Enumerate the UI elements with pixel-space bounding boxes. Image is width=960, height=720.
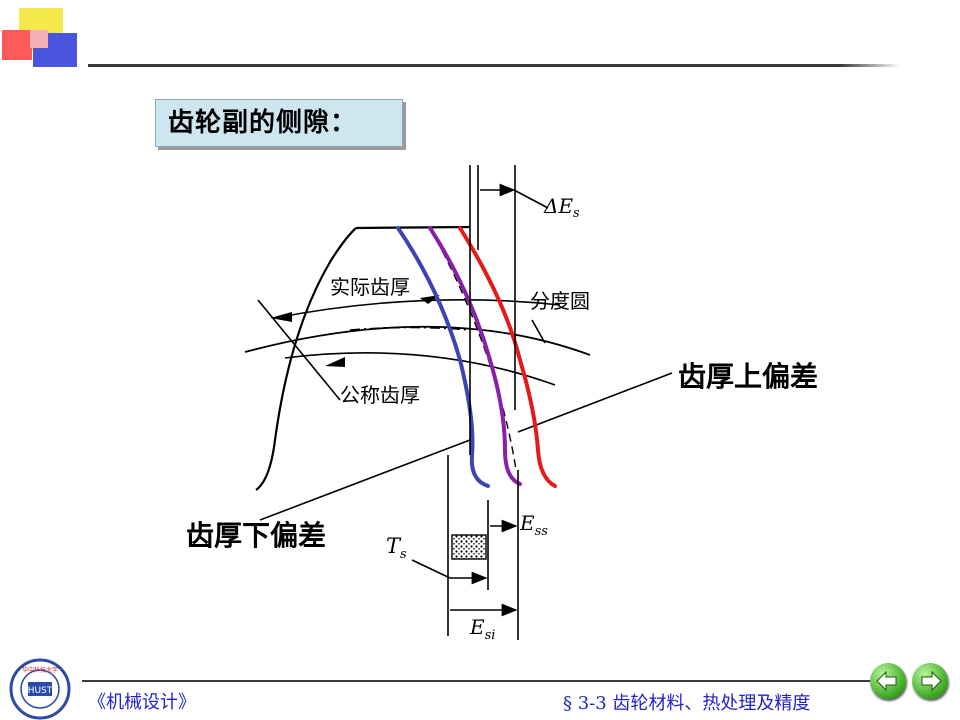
course-title: 《机械设计》	[88, 692, 196, 713]
profile-upper	[458, 226, 557, 488]
svg-text:HUST: HUST	[28, 686, 53, 696]
tooth-outline	[255, 225, 517, 491]
slide-title: 齿轮副的侧隙：	[155, 99, 403, 147]
profile-middle	[428, 226, 522, 486]
university-seal-icon: HUST 华中科技大学	[9, 658, 71, 720]
pitch-circle-label: 分度圆	[530, 289, 590, 313]
top-divider	[88, 64, 840, 67]
ess-label: Ess	[519, 511, 548, 539]
left-arrow-icon	[876, 670, 897, 692]
leader-lines	[257, 299, 673, 521]
esi-label: Esi	[469, 615, 495, 643]
bottom-divider	[82, 680, 882, 682]
delta-es-label: ΔEs	[543, 194, 580, 221]
pitch-circle-leader	[531, 319, 546, 344]
corner-decoration-red	[2, 30, 32, 60]
nominal-thickness-label: 公称齿厚	[340, 383, 420, 407]
right-arrow-icon	[921, 670, 942, 692]
next-slide-button[interactable]	[912, 663, 948, 699]
actual-thickness-label: 实际齿厚	[330, 275, 410, 299]
corner-decoration-pink	[30, 30, 48, 48]
section-title: § 3-3 齿轮材料、热处理及精度	[563, 693, 811, 714]
prev-slide-button[interactable]	[870, 663, 906, 699]
reference-lines	[447, 165, 519, 640]
lower-deviation-leader	[259, 439, 471, 521]
profile-lower	[396, 226, 490, 488]
arc-upper	[274, 298, 561, 319]
upper-deviation-label: 齿厚上偏差	[678, 360, 818, 393]
top-divider-fade	[840, 64, 900, 67]
ts-label: Ts	[386, 534, 407, 562]
delta-es-leader	[513, 189, 549, 209]
dimension-lines	[411, 183, 549, 617]
tolerance-zone	[451, 534, 487, 560]
arc-pitch	[244, 325, 591, 356]
upper-deviation-leader	[517, 372, 673, 433]
arc-dash-dot	[349, 326, 471, 331]
tooth-profiles	[396, 226, 557, 488]
lower-deviation-label: 齿厚下偏差	[186, 519, 326, 552]
tooth-top-land	[355, 225, 471, 230]
actual-thickness-leader	[257, 299, 341, 401]
svg-text:华中科技大学: 华中科技大学	[22, 666, 58, 674]
ts-leader	[411, 559, 451, 579]
